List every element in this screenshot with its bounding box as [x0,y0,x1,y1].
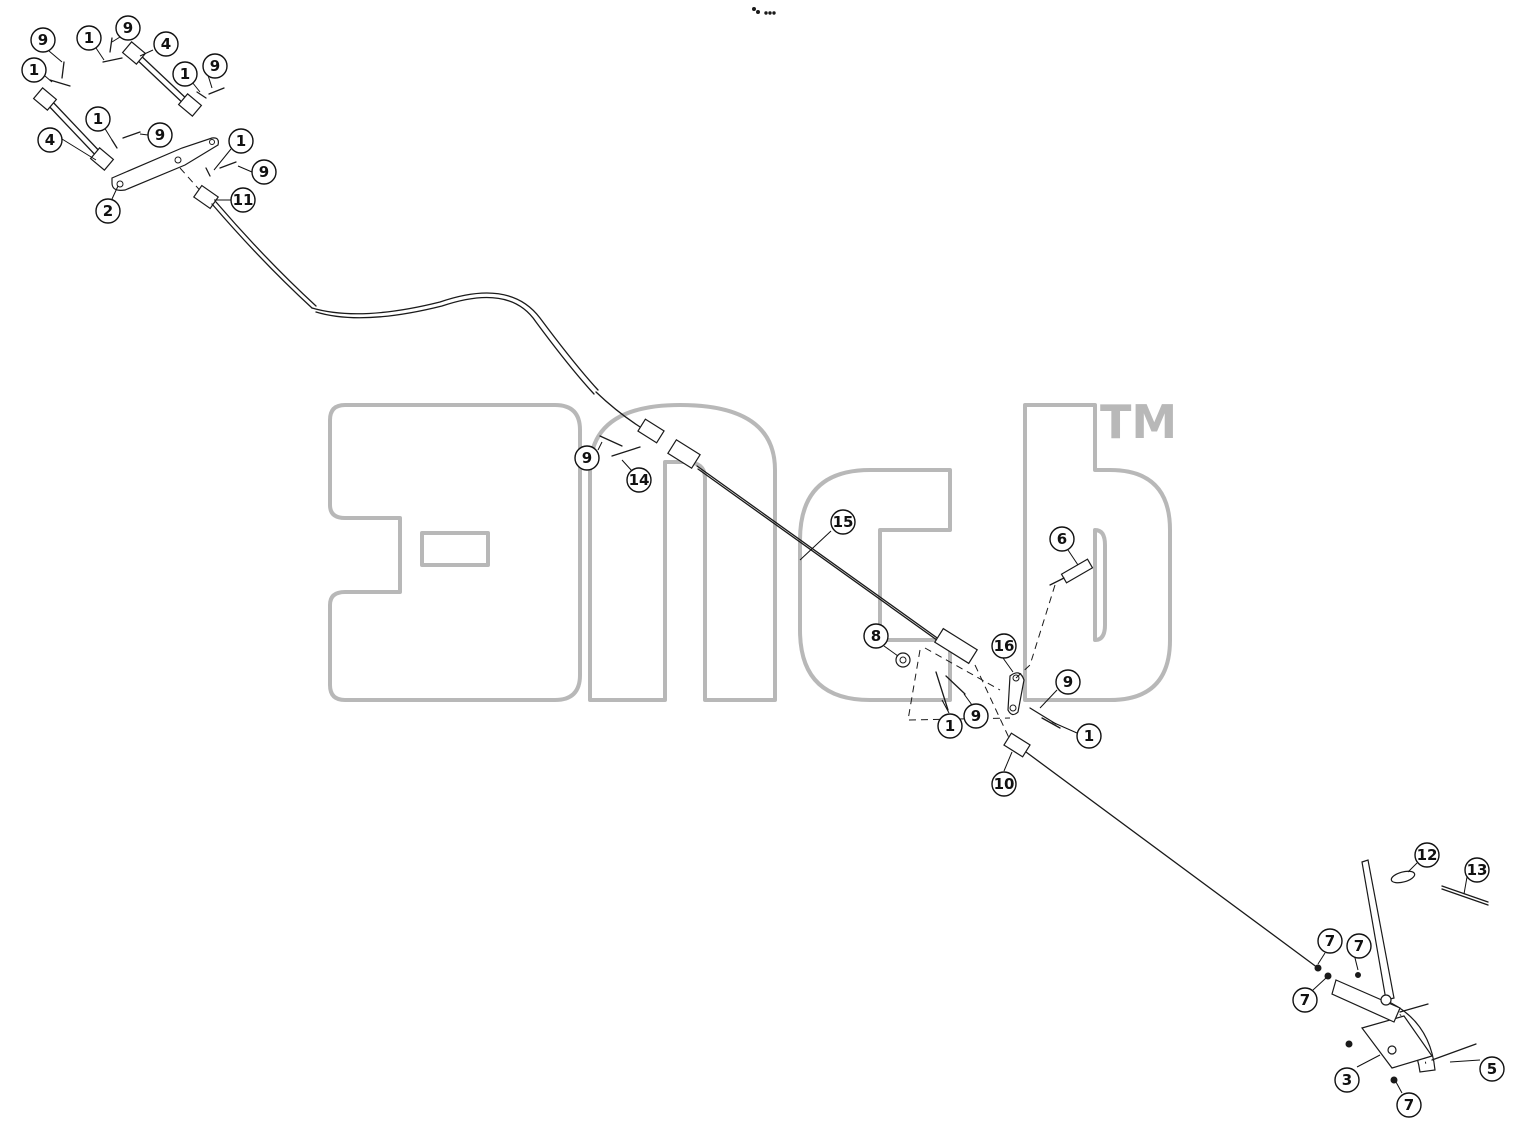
callout-bubble: 2 [95,198,121,224]
callout-bubble: 1 [21,57,47,83]
callout-bubble: 12 [1414,842,1440,868]
svg-text:3: 3 [1342,1071,1352,1089]
svg-text:1: 1 [84,29,94,47]
svg-text:1: 1 [93,110,103,128]
watermark-logo: TM [328,395,1177,702]
callout-bubble: 1 [76,25,102,51]
svg-text:15: 15 [833,513,854,531]
svg-text:7: 7 [1325,932,1335,950]
callout-bubble: 1 [228,128,254,154]
svg-text:13: 13 [1467,861,1488,879]
callout-bubbles: 9 1 9 4 1 1 9 1 9 4 1 9 2 11 9 14 15 6 8… [21,15,1505,1118]
svg-text:9: 9 [582,449,592,467]
watermark-trademark: TM [1100,395,1177,449]
svg-text:6: 6 [1057,530,1067,548]
callout-bubble: 7 [1346,933,1372,959]
top-mark [752,7,776,15]
svg-text:4: 4 [161,35,171,53]
callout-bubble: 9 [147,122,173,148]
callout-bubble: 9 [115,15,141,41]
svg-text:9: 9 [210,57,220,75]
callout-bubble: 9 [574,445,600,471]
callout-bubble: 10 [991,771,1017,797]
callout-bubble: 9 [30,27,56,53]
svg-text:7: 7 [1300,991,1310,1009]
svg-text:9: 9 [155,126,165,144]
callout-bubble: 7 [1292,987,1318,1013]
svg-text:1: 1 [1084,727,1094,745]
svg-text:14: 14 [629,471,650,489]
svg-text:2: 2 [103,202,113,220]
callout-bubble: 14 [626,467,652,493]
callout-bubble: 9 [251,159,277,185]
callout-bubble: 15 [830,509,856,535]
callout-bubble: 1 [1076,723,1102,749]
callout-bubble: 3 [1334,1067,1360,1093]
callout-bubble: 7 [1396,1092,1422,1118]
svg-text:5: 5 [1487,1060,1497,1078]
callout-leaders [44,36,1481,1094]
callout-bubble: 9 [963,703,989,729]
svg-text:8: 8 [871,627,881,645]
callout-bubble: 8 [863,623,889,649]
svg-text:9: 9 [259,163,269,181]
svg-text:1: 1 [236,132,246,150]
callout-bubble: 9 [202,53,228,79]
svg-text:9: 9 [971,707,981,725]
callout-bubble: 5 [1479,1056,1505,1082]
upper-linkage-assembly [32,37,237,210]
svg-text:7: 7 [1354,937,1364,955]
svg-text:16: 16 [994,637,1015,655]
callout-bubble: 9 [1055,669,1081,695]
callout-bubble: 13 [1464,857,1490,883]
callout-bubble: 4 [37,127,63,153]
svg-text:10: 10 [994,775,1015,793]
svg-text:9: 9 [123,19,133,37]
callout-bubble: 4 [153,31,179,57]
callout-bubble: 1 [937,713,963,739]
callout-bubble: 1 [85,106,111,132]
svg-text:4: 4 [45,131,55,149]
hand-lever-assembly [1314,859,1489,1084]
svg-text:9: 9 [38,31,48,49]
svg-text:12: 12 [1417,846,1438,864]
svg-text:1: 1 [945,717,955,735]
svg-text:1: 1 [29,61,39,79]
callout-bubble: 11 [230,187,256,213]
svg-text:11: 11 [233,191,254,209]
callout-bubble: 6 [1049,526,1075,552]
svg-text:1: 1 [180,65,190,83]
callout-bubble: 7 [1317,928,1343,954]
callout-bubble: 1 [172,61,198,87]
svg-text:7: 7 [1404,1096,1414,1114]
svg-text:9: 9 [1063,673,1073,691]
middle-lever-assembly [895,558,1319,969]
control-cable [211,201,942,644]
callout-bubble: 16 [991,633,1017,659]
